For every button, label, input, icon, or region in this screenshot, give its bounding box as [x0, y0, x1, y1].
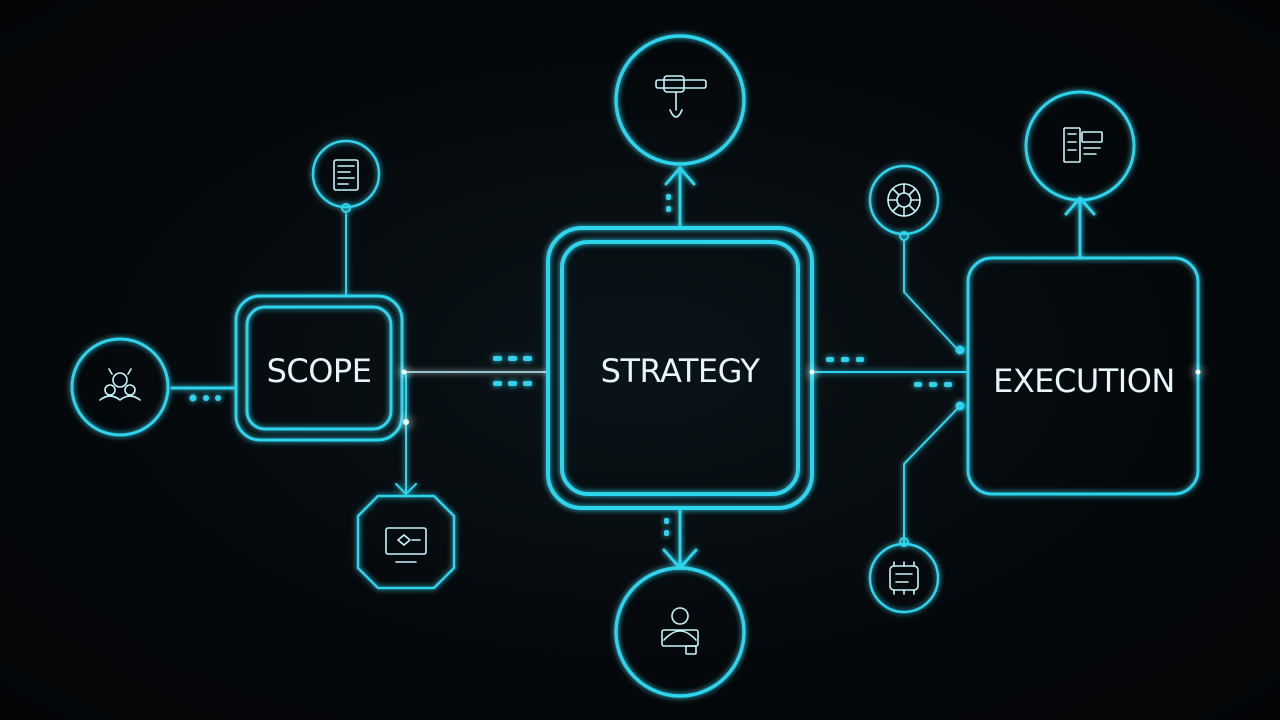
strategy-top-circle[interactable] — [614, 34, 746, 166]
execution-node[interactable] — [966, 256, 1200, 496]
arrowhead-strategy-top — [664, 166, 696, 186]
junction-lower — [955, 401, 965, 411]
dots-strategy-execution — [826, 357, 952, 387]
highlight-scope-right — [401, 369, 407, 375]
connector-execution-upper-left — [903, 239, 959, 351]
execution-upper-left-circle[interactable] — [868, 164, 940, 236]
execution-lower-left-circle[interactable] — [868, 542, 940, 614]
scope-node[interactable] — [234, 294, 404, 442]
dots-strategy-top — [666, 194, 671, 212]
execution-upper-left-port — [899, 231, 909, 241]
execution-lower-left-port — [899, 537, 909, 547]
tool-icon — [655, 75, 707, 118]
scope-top-port — [341, 203, 351, 213]
dots-strategy-bottom — [664, 518, 669, 536]
dots-scope-strategy — [493, 356, 532, 386]
dots-left-scope — [189, 394, 221, 402]
person-at-desk-icon — [661, 607, 699, 655]
execution-label: EXECUTION — [993, 362, 1175, 400]
scope-label: SCOPE — [267, 352, 372, 390]
strategy-label: STRATEGY — [601, 352, 761, 390]
highlight-strategy-right — [809, 369, 815, 375]
strategy-node[interactable] — [546, 226, 814, 510]
arrowhead-execution-top — [1064, 196, 1096, 216]
monitor-icon — [385, 527, 427, 563]
highlight-scope-bottom — [403, 419, 409, 425]
dashboard-icon — [1063, 127, 1103, 163]
execution-top-circle[interactable] — [1024, 90, 1136, 202]
scope-top-circle[interactable] — [311, 139, 381, 209]
arrowhead-scope-bottom — [395, 483, 417, 495]
gear-icon — [887, 183, 921, 217]
chip-icon — [889, 561, 919, 595]
highlight-execution-right — [1195, 369, 1201, 375]
connector-execution-lower-left — [903, 405, 961, 543]
scope-bottom-octagon[interactable] — [356, 494, 456, 590]
strategy-bottom-circle[interactable] — [614, 566, 746, 698]
left-circle[interactable] — [70, 337, 170, 437]
document-icon — [333, 159, 359, 191]
team-icon — [99, 368, 141, 401]
junction-upper — [955, 345, 965, 355]
